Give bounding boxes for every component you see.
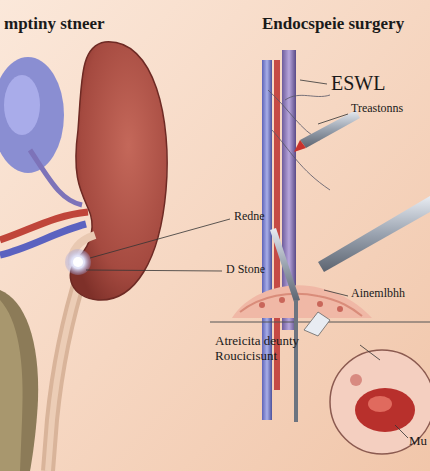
callout-label: Redne (234, 210, 265, 224)
callout-label: Ainemlbhh (351, 287, 405, 301)
callout-label: ESWL (331, 72, 385, 95)
callout-label: Atreicita deunty Roucicisunt (215, 334, 333, 364)
callout-label: Treastonns (351, 102, 403, 116)
callout-label: D Stone (226, 263, 265, 277)
section-heading: mptiny stneer (4, 14, 105, 34)
section-heading: Endocspeie surgery (262, 14, 404, 34)
callout-label: Mu (409, 434, 427, 449)
